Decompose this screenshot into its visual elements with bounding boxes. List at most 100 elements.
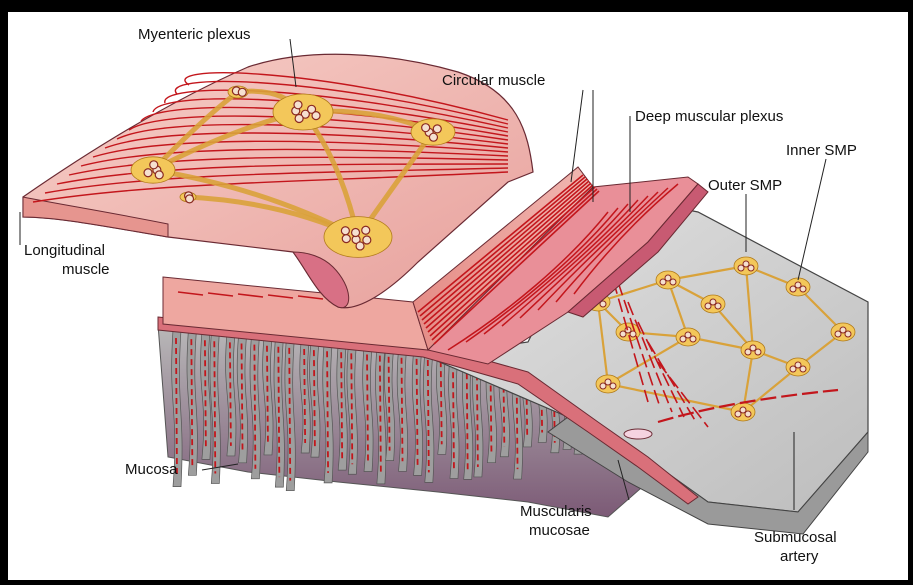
circular-fiber-end (297, 295, 324, 300)
neuron-cell (609, 382, 617, 390)
villus-capillary (266, 345, 269, 445)
circular-fiber-end (207, 292, 234, 297)
neuron-cell (341, 234, 351, 244)
villus-capillary (439, 361, 443, 445)
label-submucosal-artery-line2: artery (780, 548, 819, 565)
gut-wall-diagram: Myenteric plexus Circular muscle Deep mu… (19, 26, 869, 565)
villus-capillary (475, 364, 479, 467)
villus-capillary (190, 339, 194, 466)
villus (209, 332, 221, 484)
neuron-cell (664, 274, 672, 282)
label-longitudinal-muscle-line2: muscle (62, 261, 110, 278)
villus (299, 340, 311, 454)
villus-capillary (288, 347, 292, 481)
neuron-cell (149, 160, 159, 170)
neuron-cell (599, 382, 607, 390)
smp-connective (597, 278, 669, 304)
villus-capillary (277, 346, 281, 478)
neuron-cell (747, 264, 755, 272)
neuron-cell (669, 278, 677, 286)
label-circular-muscle: Circular muscle (442, 72, 545, 89)
villus-capillary (465, 363, 469, 470)
deep-fiber (519, 195, 649, 319)
deep-muscular-plexus-sheet (567, 183, 709, 318)
villus-capillary (175, 337, 178, 477)
neuron-cell (355, 241, 365, 251)
neuron-cell (844, 330, 852, 338)
deep-fiber (447, 211, 609, 351)
submucosal-vessel (647, 341, 697, 423)
villus-capillary (312, 350, 316, 448)
neuron-cell (704, 302, 712, 310)
neuron-cell (311, 111, 321, 121)
deep-fiber (501, 199, 639, 327)
smp-connective (742, 366, 799, 413)
circular-fiber (431, 188, 598, 341)
circular-fiber-end (177, 291, 204, 296)
neuron-cell (799, 285, 807, 293)
villus-capillary (340, 352, 344, 461)
submucosal-vessel (627, 301, 673, 413)
labels: Myenteric plexus Circular muscle Deep mu… (24, 26, 857, 565)
submucosal-artery-branch (657, 388, 839, 424)
longitudinal-fiber (80, 148, 509, 167)
longitudinal-fiber (174, 80, 509, 125)
circular-fiber (423, 180, 590, 325)
neuron-cell (421, 123, 431, 133)
neuron-cell (734, 410, 742, 418)
villus (284, 339, 296, 492)
neuron-cell (794, 281, 802, 289)
smp-connective (596, 301, 610, 385)
villus (309, 341, 321, 458)
longitudinal-fiber (32, 171, 509, 203)
villus-capillary (387, 356, 391, 451)
neuron-cell (679, 335, 687, 343)
circular-fiber (429, 186, 596, 337)
label-longitudinal-muscle-line1: Longitudinal (24, 242, 105, 259)
label-muscularis-mucosae-line1: Muscularis (520, 503, 592, 520)
neuron-cell (744, 348, 752, 356)
circular-muscle-fibers (177, 174, 679, 351)
neuron-cell (293, 100, 303, 110)
villus-capillary (415, 358, 419, 466)
submucosal-vessel (617, 281, 661, 408)
circular-fiber-end (237, 293, 264, 298)
neuron-cell (604, 378, 612, 386)
longitudinal-fiber (152, 98, 509, 133)
neuron-cell (184, 194, 195, 204)
submucosal-vessel (657, 361, 709, 428)
neuron-cell (143, 168, 153, 178)
villus-capillary (400, 357, 404, 462)
villus-capillary (203, 340, 207, 450)
diagram-canvas: Myenteric plexus Circular muscle Deep mu… (8, 12, 908, 580)
villus-capillary (213, 341, 217, 474)
neuron-cell (834, 330, 842, 338)
neuron-cell (739, 406, 747, 414)
longitudinal-fiber (56, 163, 509, 185)
label-outer-smp: Outer SMP (708, 177, 782, 194)
villus (423, 351, 435, 483)
neuron-cell (294, 113, 304, 124)
circular-fiber (425, 182, 592, 329)
villus (383, 348, 395, 462)
neuron-cell (629, 330, 637, 338)
villus-capillary (366, 354, 369, 462)
label-inner-smp: Inner SMP (786, 142, 857, 159)
neuron-cell (237, 87, 247, 97)
leader-lines (19, 38, 827, 510)
neuron-cell (361, 225, 371, 235)
neuron-cell (619, 330, 627, 338)
smp-connective (667, 264, 747, 282)
villus-capillary (350, 353, 354, 465)
submucosal-plexus-network (585, 256, 856, 428)
neuron-cell (432, 124, 442, 134)
longitudinal-muscle-layer (22, 53, 534, 309)
neuron-cell (684, 331, 692, 339)
neuron-cell (428, 132, 439, 142)
submucosal-artery-vessel (623, 428, 653, 440)
circular-muscle-layer (162, 166, 699, 365)
villus-capillary (426, 359, 430, 473)
label-muscularis-mucosae-line2: mucosae (529, 522, 590, 539)
neuron-cell (362, 235, 372, 245)
label-deep-muscular-plexus: Deep muscular plexus (635, 108, 783, 125)
